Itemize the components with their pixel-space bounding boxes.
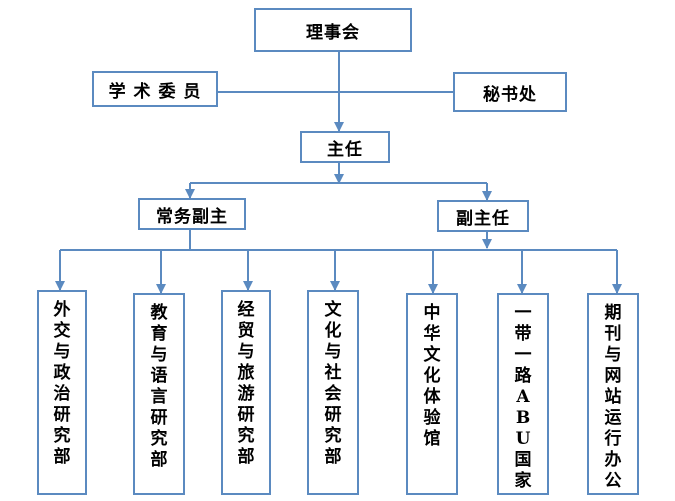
dept-label-1: 外交与政治研究部 <box>53 300 71 467</box>
dept-label-2: 教育与语言研究部 <box>150 303 168 470</box>
dept-box-2: 教育与语言研究部 <box>133 293 185 495</box>
academic-committee-label: 学 术 委 员 <box>108 81 202 102</box>
council-box: 理事会 <box>254 8 412 52</box>
deputy-label: 副主任 <box>456 208 510 229</box>
council-label: 理事会 <box>306 22 360 43</box>
exec-deputy-label: 常务副主 <box>156 206 228 227</box>
dept-box-1: 外交与政治研究部 <box>37 290 87 495</box>
dept-box-7: 期刊与网站运行办公 <box>587 293 639 495</box>
dept-box-3: 经贸与旅游研究部 <box>221 290 271 495</box>
dept-box-4: 文化与社会研究部 <box>307 290 359 495</box>
dept-label-4: 文化与社会研究部 <box>324 300 342 467</box>
director-box: 主任 <box>300 131 390 163</box>
dept-box-5: 中华文化体验馆 <box>406 293 458 495</box>
dept-box-6: 一带一路ABU国家 <box>497 293 549 495</box>
dept-label-3: 经贸与旅游研究部 <box>237 300 255 467</box>
academic-committee-box: 学 术 委 员 <box>92 71 218 107</box>
secretariat-label: 秘书处 <box>483 84 537 105</box>
exec-deputy-box: 常务副主 <box>138 198 246 230</box>
dept-label-6: 一带一路ABU国家 <box>514 303 532 491</box>
director-label: 主任 <box>327 139 363 160</box>
dept-label-7: 期刊与网站运行办公 <box>604 303 622 491</box>
deputy-box: 副主任 <box>437 200 529 232</box>
secretariat-box: 秘书处 <box>453 72 567 112</box>
dept-label-5: 中华文化体验馆 <box>423 303 441 449</box>
